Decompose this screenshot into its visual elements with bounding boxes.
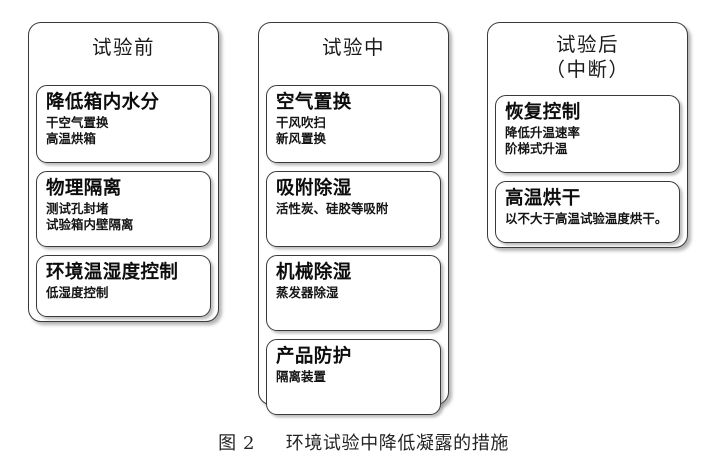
measure-card: 环境温湿度控制 低湿度控制 <box>36 255 211 317</box>
measure-card-title: 空气置换 <box>276 92 352 113</box>
measure-card: 高温烘干 以不大于高温试验温度烘干。 <box>495 181 680 243</box>
measure-card-title: 机械除湿 <box>276 262 352 283</box>
measure-card-desc-item: 干空气置换 <box>46 115 109 130</box>
measure-card-desc-list: 低湿度控制 <box>46 285 202 301</box>
phase-title-during-test: 试验中 <box>259 23 448 60</box>
figure-caption: 图 2 环境试验中降低凝露的措施 <box>0 432 727 456</box>
measure-card-desc-item: 活性炭、硅胶等吸附 <box>276 201 389 216</box>
measure-card-desc-list: 降低升温速率 阶梯式升温 <box>505 125 671 157</box>
measure-card: 恢复控制 降低升温速率 阶梯式升温 <box>495 95 680 173</box>
measure-card-desc-item: 测试孔封堵 <box>46 201 109 216</box>
measure-card-desc-item: 高温烘箱 <box>46 131 96 146</box>
measure-card-list-before-test: 降低箱内水分 干空气置换 高温烘箱 物理隔离 测试孔封堵 试验箱内壁隔离 环境温… <box>36 85 211 325</box>
measure-card-title: 吸附除湿 <box>276 178 352 199</box>
phase-title-line-2: （中断） <box>545 58 630 81</box>
measure-card-desc-item: 隔离装置 <box>276 369 326 384</box>
phase-column-during-test: 试验中 空气置换 干风吹扫 新风置换 吸附除湿 活性炭、硅胶等吸附 机械除湿 蒸… <box>258 22 449 415</box>
phase-title-line-1: 试验后 <box>555 33 619 56</box>
measure-card-title: 产品防护 <box>276 346 352 367</box>
measure-card-desc-item: 干风吹扫 <box>276 115 326 130</box>
measure-card-desc-list: 活性炭、硅胶等吸附 <box>276 201 432 217</box>
measure-card-desc-item: 以不大于高温试验温度烘干。 <box>505 211 668 226</box>
measure-card: 物理隔离 测试孔封堵 试验箱内壁隔离 <box>36 171 211 247</box>
measure-card-title: 环境温湿度控制 <box>46 262 179 283</box>
measure-card-desc-item: 降低升温速率 <box>505 125 580 140</box>
measure-card-title: 物理隔离 <box>46 178 122 199</box>
measure-card: 降低箱内水分 干空气置换 高温烘箱 <box>36 85 211 163</box>
phase-title-after-test: 试验后 （中断） <box>488 23 687 82</box>
phase-column-after-test: 试验后 （中断） 恢复控制 降低升温速率 阶梯式升温 高温烘干 以不大于高温试验… <box>487 22 688 248</box>
phase-column-before-test: 试验前 降低箱内水分 干空气置换 高温烘箱 物理隔离 测试孔封堵 试验箱内壁隔离… <box>28 22 219 322</box>
measure-card-desc-item: 试验箱内壁隔离 <box>46 217 134 232</box>
measure-card-desc-item: 阶梯式升温 <box>505 141 568 156</box>
measure-card-desc-list: 测试孔封堵 试验箱内壁隔离 <box>46 201 202 233</box>
measure-card: 机械除湿 蒸发器除湿 <box>266 255 441 331</box>
measure-card: 产品防护 隔离装置 <box>266 339 441 415</box>
measure-card-desc-item: 低湿度控制 <box>46 285 109 300</box>
measure-card-desc-list: 蒸发器除湿 <box>276 285 432 301</box>
measure-card-list-during-test: 空气置换 干风吹扫 新风置换 吸附除湿 活性炭、硅胶等吸附 机械除湿 蒸发器除湿 <box>266 85 441 423</box>
measure-card-desc-item: 新风置换 <box>276 131 326 146</box>
figure-caption-text: 环境试验中降低凝露的措施 <box>285 433 509 454</box>
measure-card-desc-list: 以不大于高温试验温度烘干。 <box>505 211 671 227</box>
measure-card-list-after-test: 恢复控制 降低升温速率 阶梯式升温 高温烘干 以不大于高温试验温度烘干。 <box>495 95 680 251</box>
measure-card-desc-list: 干空气置换 高温烘箱 <box>46 115 202 147</box>
measure-card-desc-list: 隔离装置 <box>276 369 432 385</box>
figure-caption-label: 图 2 <box>218 433 256 454</box>
phase-title-line-1: 试验前 <box>91 36 155 59</box>
phase-title-line-1: 试验中 <box>321 36 385 59</box>
measure-card-desc-list: 干风吹扫 新风置换 <box>276 115 432 147</box>
measure-card-desc-item: 蒸发器除湿 <box>276 285 339 300</box>
measure-card-title: 降低箱内水分 <box>46 92 160 113</box>
measure-card-title: 高温烘干 <box>505 188 581 209</box>
phase-title-before-test: 试验前 <box>29 23 218 60</box>
measure-card: 空气置换 干风吹扫 新风置换 <box>266 85 441 163</box>
measure-card-title: 恢复控制 <box>505 102 581 123</box>
measure-card: 吸附除湿 活性炭、硅胶等吸附 <box>266 171 441 247</box>
